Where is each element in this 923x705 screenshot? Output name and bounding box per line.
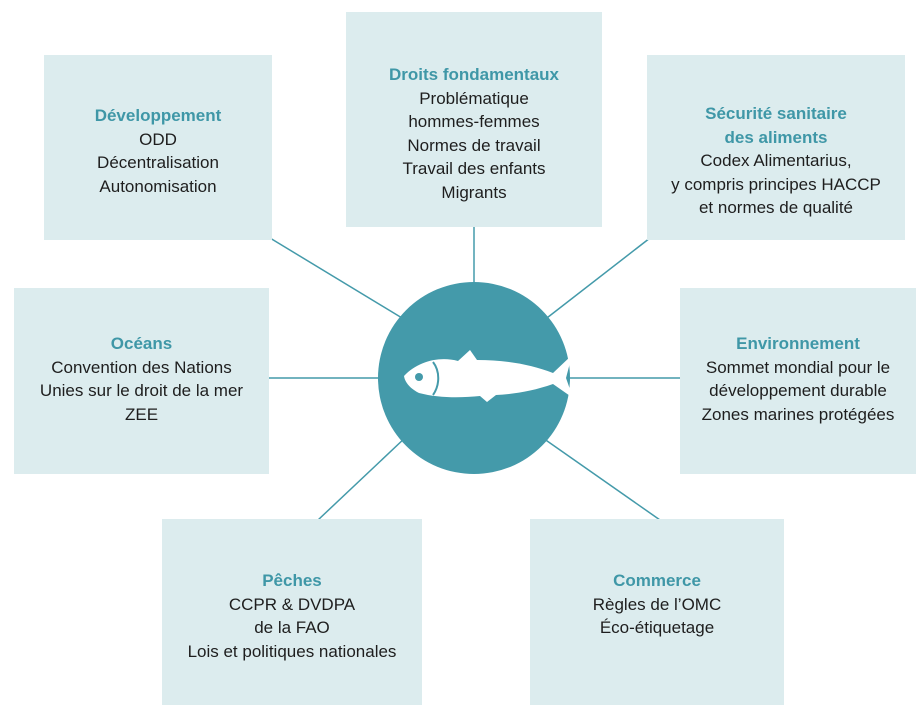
- note-title: Pêches: [262, 571, 322, 590]
- note-title: Développement: [94, 106, 222, 125]
- note-title: Océans: [110, 334, 173, 353]
- note-line: Lois et politiques nationales: [187, 641, 397, 661]
- note-line: Codex Alimentarius,: [700, 151, 852, 170]
- note-line: Normes de travail: [407, 135, 541, 155]
- note-line: ZEE: [124, 404, 159, 424]
- note-line: Migrants: [441, 182, 507, 202]
- note-line: Règles de l’OMC: [592, 594, 722, 614]
- note-title: Environnement: [736, 334, 860, 353]
- note-line: Unies sur le droit de la mer: [39, 381, 244, 400]
- note-title: Commerce: [613, 571, 701, 590]
- note-developpement: Développement ODD Décentralisation Auton…: [44, 55, 272, 240]
- note-line: et normes de qualité: [698, 198, 854, 217]
- note-line: Convention des Nations: [51, 357, 232, 377]
- note-line: ODD: [139, 129, 177, 149]
- note-line: hommes-femmes: [408, 112, 540, 131]
- note-line: Travail des enfants: [402, 159, 546, 178]
- note-droits-fondamentaux: Droits fondamentaux Problématique hommes…: [346, 12, 602, 227]
- connector-lines: [268, 226, 681, 538]
- connector-securite-sanitaire: [542, 237, 651, 322]
- note-line: Éco-étiquetage: [599, 618, 715, 637]
- note-line: Sommet mondial pour le: [705, 357, 891, 377]
- note-title: Droits fondamentaux: [388, 65, 560, 84]
- connector-commerce: [539, 435, 661, 521]
- fish-icon: [404, 350, 573, 402]
- note-peches: Pêches CCPR & DVDPA de la FAO Lois et po…: [162, 519, 422, 705]
- note-line: de la FAO: [254, 618, 330, 637]
- connector-developpement: [269, 237, 408, 322]
- note-line: y compris principes HACCP: [671, 174, 881, 194]
- note-line: Décentralisation: [97, 153, 219, 172]
- note-title: Sécurité sanitaire: [705, 104, 847, 123]
- note-title: des aliments: [724, 127, 828, 147]
- note-line: CCPR & DVDPA: [228, 594, 356, 614]
- note-line: Autonomisation: [99, 176, 217, 196]
- note-oceans: Océans Convention des Nations Unies sur …: [14, 288, 269, 474]
- note-line: Problématique: [419, 88, 529, 108]
- note-securite-sanitaire: Sécurité sanitaire des aliments Codex Al…: [647, 55, 905, 240]
- note-environnement: Environnement Sommet mondial pour le dév…: [680, 288, 916, 474]
- note-line: Zones marines protégées: [701, 404, 895, 424]
- note-line: développement durable: [709, 381, 887, 400]
- note-commerce: Commerce Règles de l’OMC Éco-étiquetage: [530, 519, 784, 705]
